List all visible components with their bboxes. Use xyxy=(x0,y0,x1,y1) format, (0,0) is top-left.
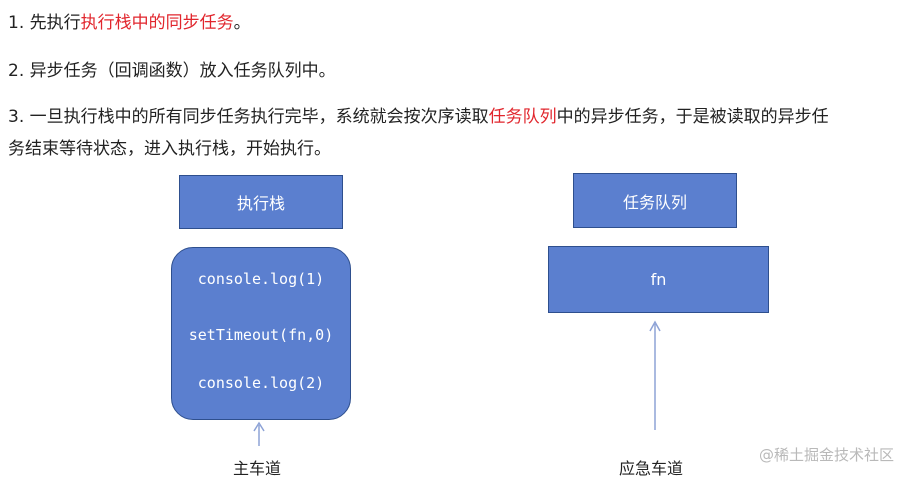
execution-stack-header: 执行栈 xyxy=(179,175,343,229)
code-line-1: console.log(1) xyxy=(197,270,325,288)
code-line-2: setTimeout(fn,0) xyxy=(188,326,334,344)
main-lane-caption: 主车道 xyxy=(233,459,282,478)
line-3-suffix: 中的异步任务，于是被读取的异步任 xyxy=(556,107,829,127)
text-line-4: 务结束等待状态，进入执行栈，开始执行。 xyxy=(8,139,331,159)
line-3-highlight: 任务队列 xyxy=(488,107,557,127)
line-3-prefix: 3. 一旦执行栈中的所有同步任务执行完毕，系统就会按次序读取 xyxy=(8,107,489,127)
execution-stack-body: console.log(1) setTimeout(fn,0) console.… xyxy=(171,247,351,420)
text-line-3: 3. 一旦执行栈中的所有同步任务执行完毕，系统就会按次序读取任务队列中的异步任务… xyxy=(8,104,829,130)
emergency-lane-caption: 应急车道 xyxy=(619,459,684,478)
task-queue-header: 任务队列 xyxy=(573,173,737,228)
line-1-highlight: 执行栈中的同步任务 xyxy=(80,13,234,33)
emergency-lane-arrow xyxy=(649,320,661,430)
text-line-2: 2. 异步任务（回调函数）放入任务队列中。 xyxy=(8,61,336,81)
text-line-1: 1. 先执行执行栈中的同步任务。 xyxy=(8,10,251,36)
watermark: @稀土掘金技术社区 xyxy=(758,446,894,464)
line-1-prefix: 1. 先执行 xyxy=(8,13,81,33)
task-queue-item: fn xyxy=(548,246,769,313)
line-1-suffix: 。 xyxy=(233,13,251,33)
code-line-3: console.log(2) xyxy=(197,374,325,392)
main-lane-arrow xyxy=(253,421,265,446)
